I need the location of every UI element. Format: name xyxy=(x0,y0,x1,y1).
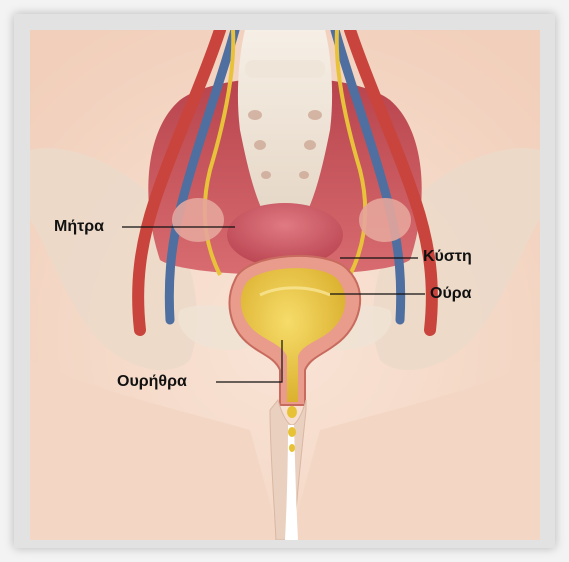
bladder-label: Κύστη xyxy=(423,249,472,265)
urine-label: Ούρα xyxy=(430,286,472,302)
anatomy-illustration: Μήτρα Κύστη Ούρα Ουρήθρα xyxy=(30,30,540,540)
vertebra xyxy=(245,60,325,78)
right-ovary xyxy=(359,198,411,242)
urethra-label: Ουρήθρα xyxy=(117,374,187,390)
left-ovary xyxy=(172,198,224,242)
uterus-label: Μήτρα xyxy=(54,219,104,235)
